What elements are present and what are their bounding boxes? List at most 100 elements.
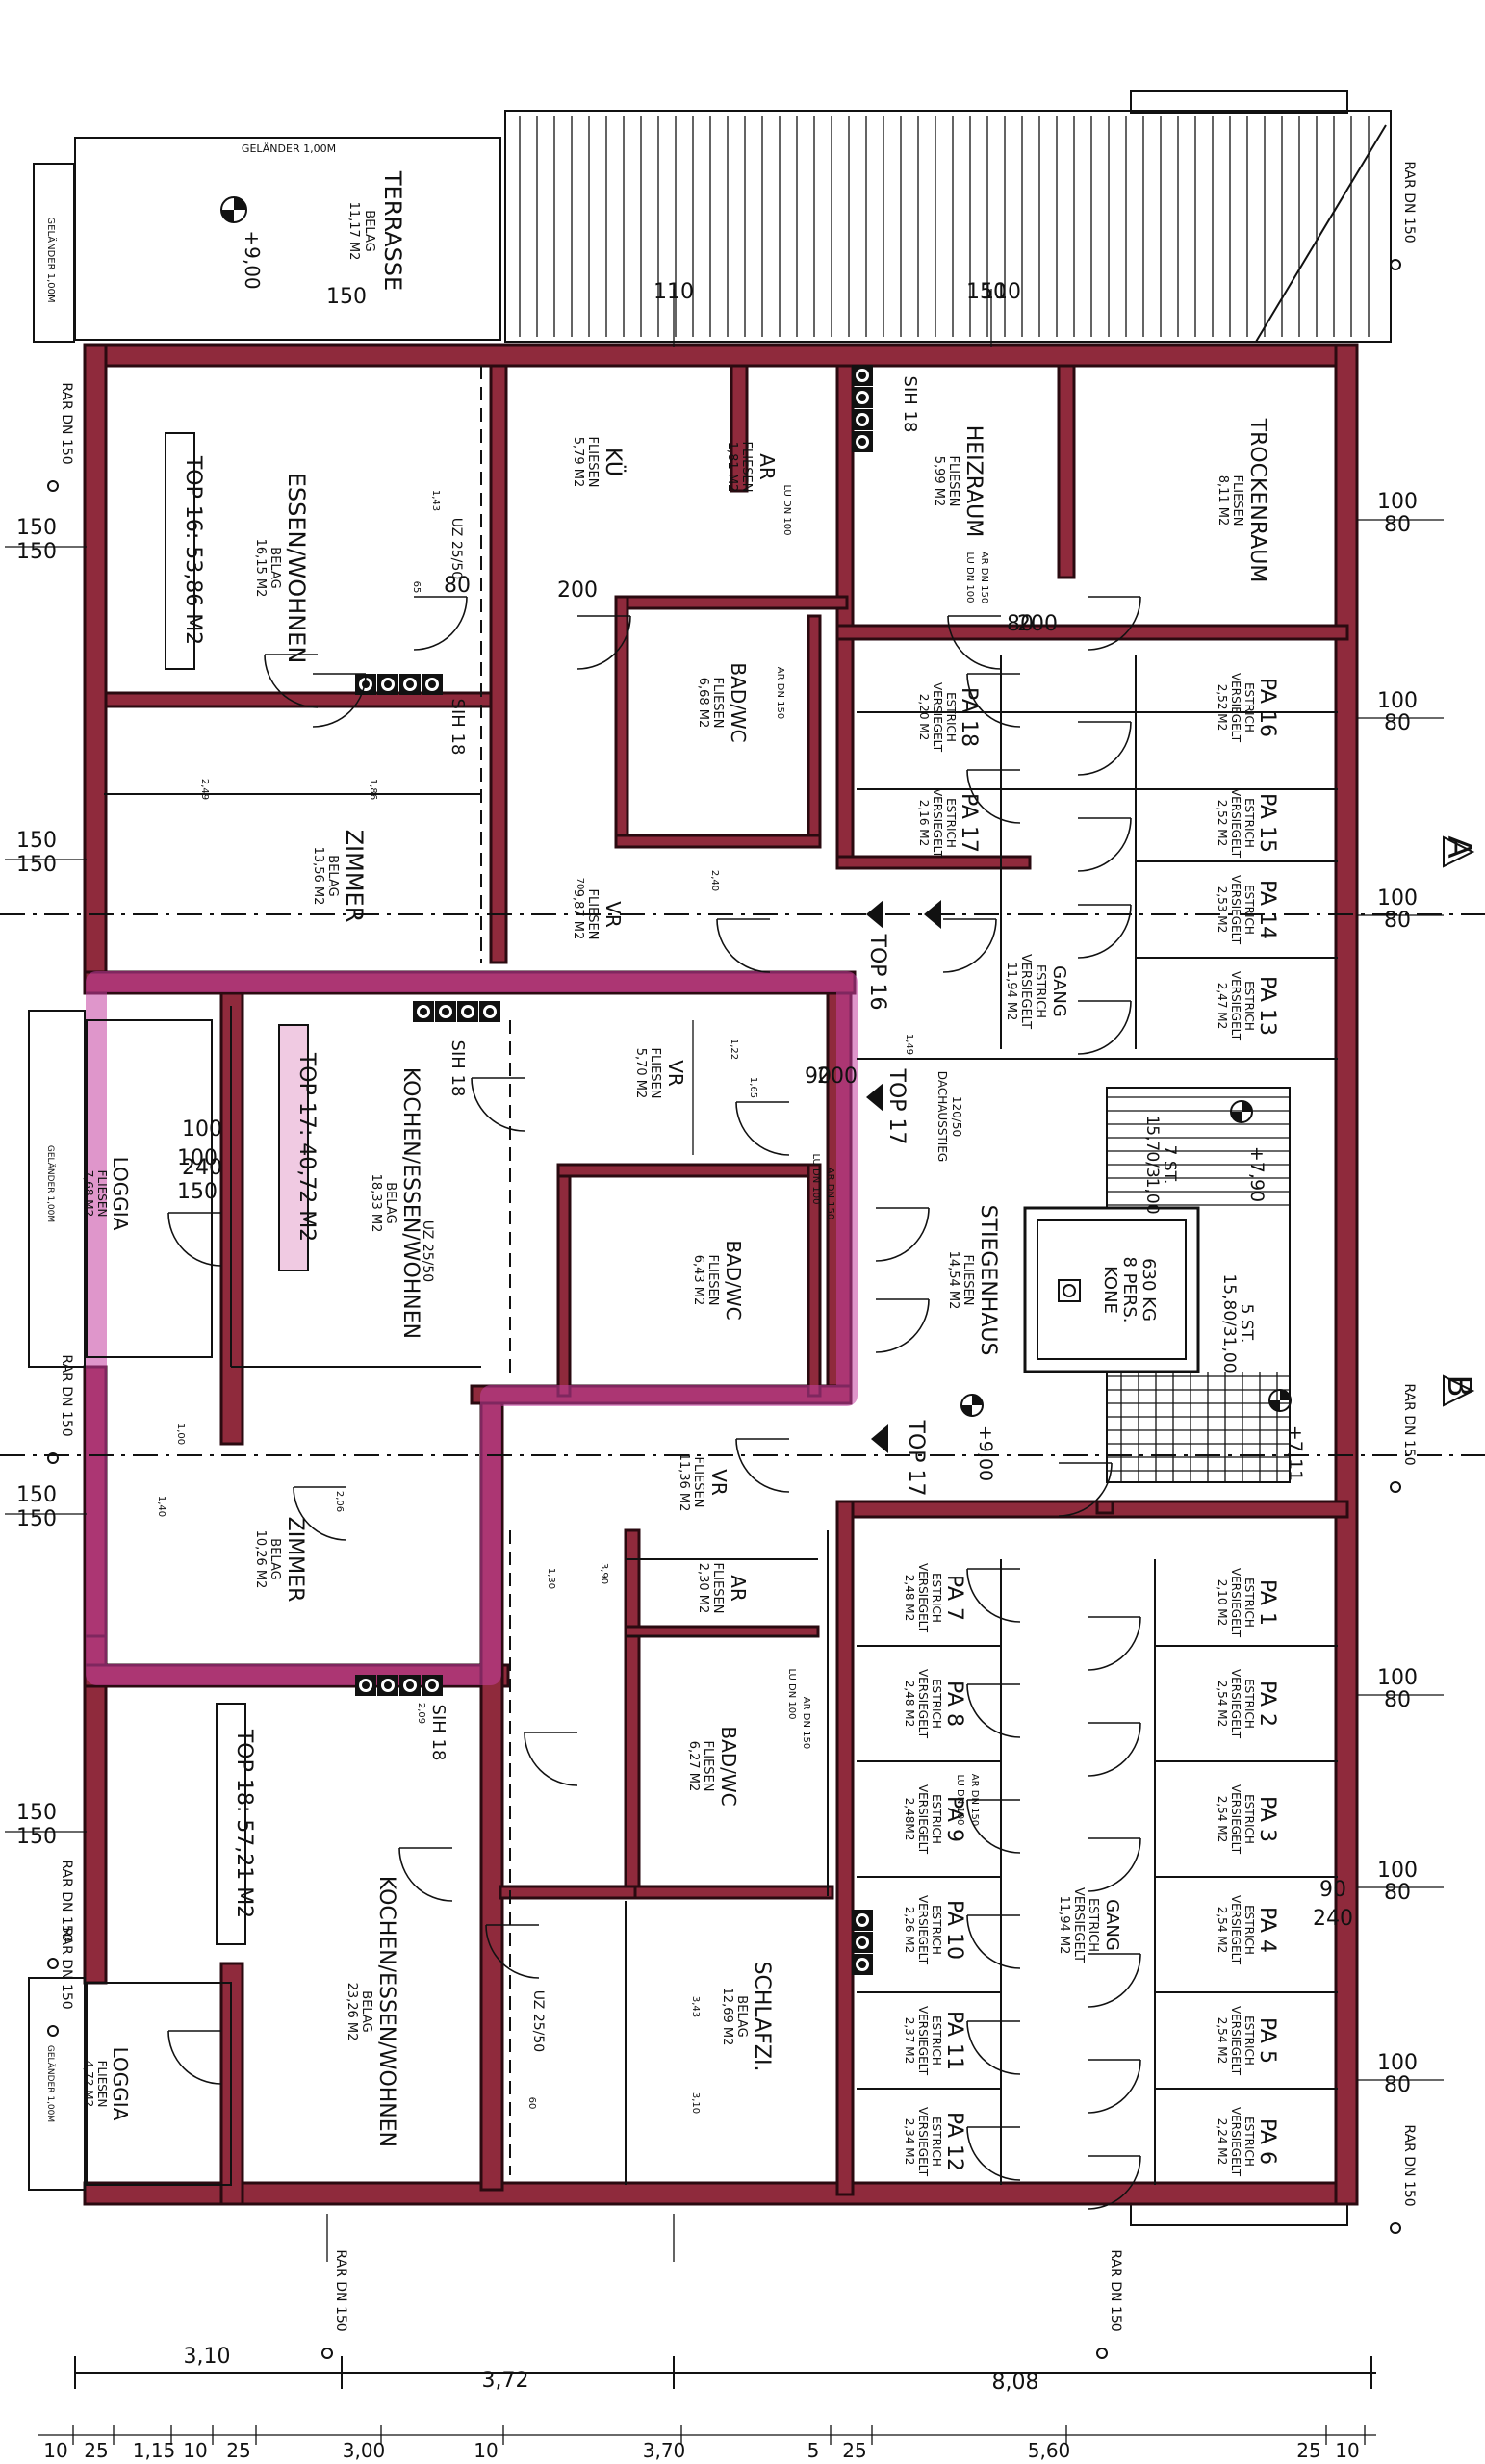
- gutter-label: RAR DN 150: [59, 382, 74, 464]
- storage-detail: VERSIEGELT: [1229, 971, 1242, 1041]
- storage-name: PA 7: [942, 1575, 966, 1621]
- room-detail: 8,11 M2: [1216, 475, 1230, 526]
- room-detail: 12,69 M2: [720, 1988, 734, 2046]
- room-detail: 5,79 M2: [571, 437, 585, 488]
- room-detail: 16,15 M2: [253, 539, 268, 598]
- room-detail: 23,26 M2: [345, 1983, 359, 2041]
- storage-detail: 2,48 M2: [903, 1681, 916, 1728]
- loggia18-area: 4,72 M2: [82, 2061, 95, 2108]
- room-detail: 10,26 M2: [253, 1530, 268, 1589]
- room-detail: 9,87 M2: [571, 889, 585, 940]
- storage-detail: VERSIEGELT: [1229, 2107, 1242, 2177]
- window-dim-right: 80: [1384, 1881, 1411, 1905]
- gutter-label: RAR DN 150: [59, 1927, 74, 2009]
- entry-top16: TOP 16: [865, 933, 889, 1010]
- storage-detail: VERSIEGELT: [916, 1669, 930, 1739]
- room-name: STIEGENHAUS: [976, 1205, 1000, 1356]
- storage-name: PA 8: [942, 1681, 966, 1727]
- interior-dim: 70: [575, 878, 585, 890]
- unit-top16-label: TOP 16: 53,86 M2: [181, 455, 205, 645]
- window-dim-right: 100: [1377, 1666, 1418, 1690]
- loggia18-name: LOGGIA: [109, 2047, 132, 2121]
- room-detail: 6,68 M2: [696, 678, 710, 729]
- storage-detail: 2,10 M2: [1216, 1579, 1229, 1627]
- terrace-area: 11,17 M2: [346, 202, 361, 261]
- storage-detail: ESTRICH: [944, 692, 958, 742]
- room-detail: BELAG: [325, 855, 340, 896]
- shaft-label: SIH 18: [448, 1040, 468, 1097]
- storage-name: PA 14: [1255, 880, 1279, 939]
- storage-name: PA 6: [1255, 2118, 1279, 2165]
- top17-highlight: [86, 971, 858, 1685]
- storage-detail: VERSIEGELT: [1229, 1669, 1242, 1739]
- room-detail: FLIESEN: [960, 1255, 975, 1306]
- room-detail: FLIESEN: [705, 1255, 720, 1306]
- interior-dim: 150: [966, 280, 1007, 304]
- detail-dim: 3,00: [343, 2439, 386, 2462]
- window-dim-right: 100: [1377, 2051, 1418, 2075]
- room-name: KÜ: [601, 448, 626, 476]
- storage-detail: VERSIEGELT: [1229, 1784, 1242, 1855]
- room-detail: 11,36 M2: [677, 1453, 691, 1512]
- storage-name: PA 11: [942, 2011, 966, 2070]
- entry-top17-lower: TOP 17: [904, 1419, 928, 1496]
- room-name: VR: [664, 1060, 687, 1087]
- storage-detail: 2,52 M2: [1216, 684, 1229, 732]
- room-name: AR: [727, 1575, 750, 1602]
- room-name: VR: [602, 901, 625, 928]
- interior-dim: 3,43: [690, 1996, 701, 2017]
- interior-dim: 3,10: [690, 2092, 701, 2114]
- room-detail: VERSIEGELT: [1071, 1887, 1086, 1963]
- terrace-name: TERRASSE: [379, 170, 406, 291]
- storage-detail: 2,20 M2: [917, 694, 931, 741]
- shaft-label: SIH 18: [428, 1705, 448, 1761]
- storage-name: PA 13: [1255, 976, 1279, 1036]
- window-dim-left: 150: [16, 853, 57, 877]
- gutter-label: RAR DN 150: [1108, 2249, 1123, 2331]
- storage-detail: VERSIEGELT: [931, 788, 944, 859]
- storage-name: PA 16: [1255, 678, 1279, 737]
- storage-detail: 2,54 M2: [1216, 1796, 1229, 1843]
- interior-dim: 2,40: [709, 870, 720, 891]
- level-1: +7,90: [1246, 1146, 1267, 1202]
- unit-top18-label: TOP 18: 57,21 M2: [232, 1729, 256, 1918]
- storage-detail: 2,54 M2: [1216, 2017, 1229, 2065]
- storage-detail: VERSIEGELT: [916, 1784, 930, 1855]
- gutter-label: RAR DN 150: [59, 1354, 74, 1436]
- room-detail: BELAG: [268, 547, 282, 588]
- detail-dim: 25: [226, 2439, 250, 2462]
- dim-total-3: 8,08: [992, 2371, 1039, 2395]
- room-detail: ESTRICH: [1033, 964, 1047, 1018]
- storage-detail: VERSIEGELT: [1229, 788, 1242, 859]
- window-dim-left: 150: [16, 1483, 57, 1507]
- room-detail: ESTRICH: [1086, 1898, 1100, 1952]
- section-b-label: B: [1440, 1374, 1478, 1397]
- lift-persons: 8 PERS.: [1119, 1256, 1139, 1322]
- gutter-label: RAR DN 150: [333, 2249, 348, 2331]
- loggia18-railing: GELÄNDER 1,00M: [45, 2045, 56, 2122]
- duct-label: LU DN 100: [964, 552, 975, 603]
- window-dim-left: 150: [16, 540, 57, 564]
- window-dim-left: 150: [16, 1825, 57, 1849]
- storage-detail: ESTRICH: [1242, 981, 1256, 1031]
- interior-dim: UZ 25/50: [530, 1990, 546, 2052]
- hatch-label: DACHAUSSTIEG: [935, 1071, 949, 1162]
- storage-detail: ESTRICH: [1242, 2117, 1256, 2167]
- room-detail: 5,99 M2: [932, 456, 946, 507]
- room-detail: 5,70 M2: [633, 1048, 648, 1099]
- storage-detail: ESTRICH: [1242, 1578, 1256, 1628]
- storage-detail: ESTRICH: [1242, 798, 1256, 848]
- window-dim-right: 100: [1377, 886, 1418, 911]
